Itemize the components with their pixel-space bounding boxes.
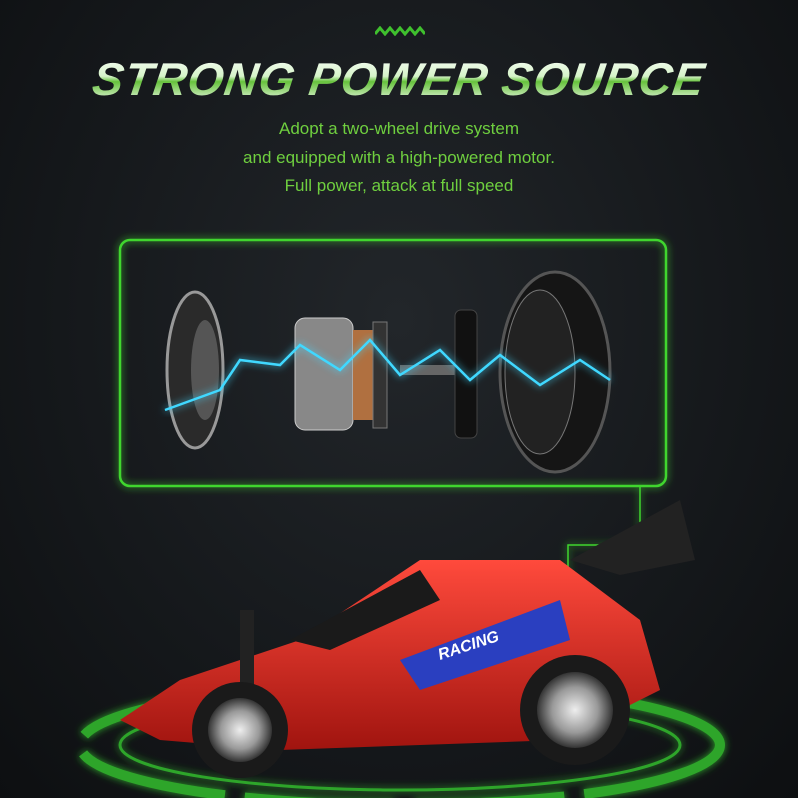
- rear-wheel: [537, 672, 613, 748]
- motor-exploded-view: [164, 270, 612, 474]
- subtitle-line-2: and equipped with a high-powered motor.: [243, 148, 555, 167]
- rc-car: RACING: [120, 500, 695, 778]
- subtitle-line-3: Full power, attack at full speed: [284, 176, 514, 195]
- electric-spark: [164, 338, 611, 412]
- front-wheel: [208, 698, 272, 762]
- subtitle-line-1: Adopt a two-wheel drive system: [279, 119, 519, 138]
- zigzag-ornament-icon: [375, 26, 425, 36]
